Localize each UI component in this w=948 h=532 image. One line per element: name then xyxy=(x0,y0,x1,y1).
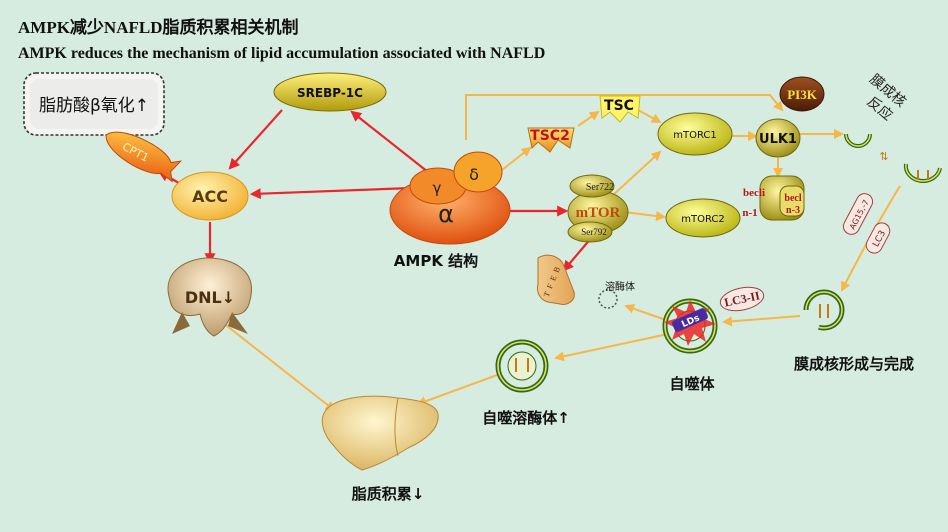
phagophore-transition: ⇅ xyxy=(879,150,888,163)
lysosome-node: 溶酶体 xyxy=(598,280,635,309)
fa-oxidation-label: 脂肪酸β氧化↑ xyxy=(39,96,149,116)
acc-node: ACC xyxy=(171,171,249,221)
pi3k-node: PI3K xyxy=(779,76,825,112)
mtorc2-label: mTORC2 xyxy=(681,214,725,225)
lc3ii-node: LC3-II xyxy=(719,286,765,312)
arrow-dnl-to-lipid xyxy=(221,321,336,412)
mtorc1-node: mTORC1 xyxy=(657,112,733,156)
arrow-autophagosome-to-lysosome xyxy=(624,303,667,321)
title-english: AMPK reduces the mechanism of lipid accu… xyxy=(18,45,546,62)
srebp-label: SREBP-1C xyxy=(297,86,363,100)
phagophore-icon-1 xyxy=(844,133,872,148)
pi3k-label: PI3K xyxy=(787,87,818,102)
fa-oxidation-box: 脂肪酸β氧化↑ xyxy=(23,72,165,136)
ser792-label: Ser792 xyxy=(581,227,607,237)
beclin1-label-b: n-1 xyxy=(742,207,757,219)
ampk-delta-subunit xyxy=(453,151,503,193)
ampk-complex: γ δ α xyxy=(389,151,511,245)
atg-node: AG15,-7 xyxy=(842,193,874,235)
autolysosome-label: 自噬溶酶体↑ xyxy=(482,409,570,427)
acc-label: ACC xyxy=(192,187,228,206)
arrow-ampk-to-srebp xyxy=(350,110,429,173)
ulk1-label: ULK1 xyxy=(759,132,797,147)
arrow-tsc-to-mtorc1 xyxy=(637,109,662,123)
lysosome-label: 溶酶体 xyxy=(605,280,635,293)
delta-label: δ xyxy=(469,165,479,184)
membrane-complete-label: 膜成核形成与完成 xyxy=(794,355,914,373)
mtor-complex: Ser722 mTOR Ser792 xyxy=(567,174,629,243)
tsc-node: TSC xyxy=(599,95,641,123)
beclin-complex: becli n-1 becl n-3 xyxy=(742,175,805,221)
ser722-site xyxy=(569,174,615,198)
arrow-mtor-to-mtorc1 xyxy=(611,150,662,197)
gamma-label: γ xyxy=(433,179,442,197)
arrow-tsc2-to-tsc xyxy=(577,110,600,127)
ser792-site xyxy=(567,221,613,243)
cpt1-node: CPT1 xyxy=(105,131,183,183)
ampk-caption: AMPK 结构 xyxy=(394,252,478,270)
tsc2-label: TSC2 xyxy=(530,128,570,144)
ser722-label: Ser722 xyxy=(586,182,614,193)
mtorc1-label: mTORC1 xyxy=(673,130,717,141)
arrow-ampk-to-tsc2 xyxy=(501,146,532,171)
lc3-node: LC3 xyxy=(865,222,891,254)
autolysosome-node xyxy=(495,339,549,393)
arrow-ampk-to-acc xyxy=(249,186,413,200)
arrow-membrane-to-autophagosome xyxy=(722,315,801,327)
arrow-autophagosome-to-autolysosome xyxy=(554,333,669,362)
srebp-node: SREBP-1C xyxy=(273,72,387,112)
beclin3-label-a: becl xyxy=(784,193,801,204)
tsc2-node: TSC2 xyxy=(527,127,575,153)
lipid-accumulation-label: 脂质积累↓ xyxy=(352,485,425,503)
tsc-label: TSC xyxy=(604,98,634,114)
arrow-srebp-to-acc xyxy=(228,109,283,170)
dnl-label: DNL↓ xyxy=(185,288,235,307)
arrow-ampk-to-ulk1 xyxy=(465,94,784,140)
dnl-node: DNL↓ xyxy=(167,257,252,337)
tfeb-node: TFEB xyxy=(537,254,575,305)
mtor-label: mTOR xyxy=(576,205,621,221)
autophagosome-label: 自噬体 xyxy=(669,375,715,393)
phagophore-icon-2 xyxy=(903,163,942,183)
mtorc2-node: mTORC2 xyxy=(665,198,741,238)
beclin3-label-b: n-3 xyxy=(786,205,800,216)
title-chinese: AMPK减少NAFLD脂质积累相关机制 xyxy=(18,18,299,37)
liver-icon xyxy=(321,395,439,471)
membrane-formation-icon xyxy=(803,289,845,331)
phagophore-label: 膜成核 反应 xyxy=(864,71,909,124)
arrow-autolysosome-to-lipid xyxy=(416,373,501,406)
beclin1-label-a: becli xyxy=(743,187,765,199)
ulk1-node: ULK1 xyxy=(755,118,801,158)
alpha-label: α xyxy=(438,200,454,228)
autophagosome-node: LDs xyxy=(662,298,718,354)
arrow-mtor-to-mtorc2 xyxy=(623,211,666,221)
